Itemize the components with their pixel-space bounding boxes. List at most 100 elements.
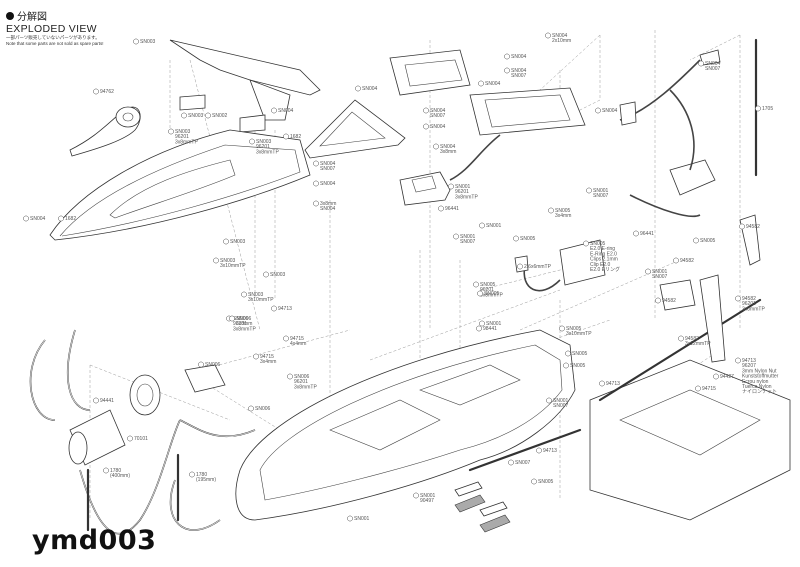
callout-text: SN007 (705, 66, 721, 72)
part-callout: 94441 (93, 397, 114, 404)
callout-marker-icon (133, 38, 139, 45)
callout-text: Clips 2.1mm (590, 257, 618, 263)
title-jp-row: 分解図 (6, 8, 104, 23)
callout-marker-icon (531, 478, 537, 485)
flex-cable-tube (468, 428, 582, 472)
callout-text: 3x8mmTP (455, 194, 478, 200)
part-callout: 94713 (271, 305, 292, 312)
callout-text: SN004 (30, 216, 46, 222)
motor-assembly (29, 329, 256, 535)
callout-marker-icon (599, 380, 605, 387)
callout-marker-icon (249, 138, 255, 145)
callout-marker-icon (673, 257, 679, 264)
part-callout: SN004 (23, 215, 46, 222)
callout-text: 3x4mm (260, 359, 276, 365)
part-callout: SN006 (198, 361, 221, 368)
part-callout: 1682 (283, 133, 301, 140)
callout-text: SN005 (484, 291, 500, 297)
callout-marker-icon (476, 325, 482, 332)
part-callout: SN004 (478, 80, 501, 87)
callout-marker-icon (479, 320, 485, 327)
callout-text: SN004 (278, 108, 294, 114)
callout-text: SN005 (520, 236, 536, 242)
callout-marker-icon (229, 315, 235, 322)
callout-text: 1682 (290, 134, 301, 140)
callout-text: (400mm) (110, 473, 130, 479)
callout-text: Tuerca Nylon (742, 384, 772, 390)
callout-text: 94582 (685, 336, 699, 342)
callout-text: SN006 (233, 316, 249, 322)
part-callout: 96441 (438, 205, 459, 212)
callout-text: SN005 (700, 238, 716, 244)
callout-text: SN001 (460, 234, 476, 240)
callout-text: 3mm Nylon Nut (742, 368, 777, 374)
callout-text: SN003 (188, 113, 204, 119)
callout-text: SN001 (486, 321, 502, 327)
callout-marker-icon (23, 215, 29, 222)
note-jp: 一部パーツ販売していないパーツがあります。 (6, 35, 100, 40)
callout-text: 1780 (110, 468, 121, 474)
callout-text: 3x4mm (555, 213, 571, 219)
callout-text: SN006 (294, 374, 310, 380)
callout-text: 3x10mmTP (248, 297, 274, 303)
callout-text: 94582 (680, 258, 694, 264)
callout-text: 1682 (65, 216, 76, 222)
callout-text: 3x8mmTP (175, 139, 198, 145)
callout-marker-icon (755, 105, 761, 112)
callout-marker-icon (263, 271, 269, 278)
callout-marker-icon (423, 107, 429, 114)
callout-text: SN003 (220, 258, 236, 264)
part-callout: SN002 (205, 112, 228, 119)
callout-text: SN004 (511, 68, 527, 74)
callout-text: 3x8mm (440, 149, 456, 155)
part-callout: 1705 (755, 105, 773, 112)
part-callout: SN003 (133, 38, 156, 45)
callout-text: SN006 (236, 316, 252, 322)
callout-marker-icon (253, 353, 259, 360)
callout-text: SN003 (248, 292, 264, 298)
callout-text: 1780 (196, 472, 207, 478)
bullet-icon (6, 11, 14, 20)
callout-marker-icon (181, 112, 187, 119)
title-jp: 分解図 (17, 12, 47, 23)
callout-text: 90497 (420, 498, 434, 504)
callout-text: 3x10mmTP (220, 263, 246, 269)
part-callout: SN005 (513, 235, 536, 242)
callout-marker-icon (313, 180, 319, 187)
part-callout: 2.6x6mmTP (517, 263, 552, 270)
callout-text: SN005 (538, 479, 554, 485)
callout-marker-icon (695, 385, 701, 392)
callout-text: SN005 (572, 351, 588, 357)
callout-text: SN001 (553, 398, 569, 404)
part-callout: 96441 (633, 230, 654, 237)
callout-text: SN007 (553, 403, 569, 409)
callout-text: SN005 (570, 363, 586, 369)
callout-marker-icon (713, 373, 719, 380)
callout-text: SN003 (270, 272, 286, 278)
callout-marker-icon (283, 335, 289, 342)
drive-shaft (598, 298, 762, 402)
part-callout: SN007 (508, 459, 531, 466)
callout-text: 3x8mmTP (742, 306, 765, 312)
callout-marker-icon (548, 207, 554, 214)
callout-text: 96441 (445, 206, 459, 212)
callout-text: SN001 (420, 493, 436, 499)
part-callout: SN006 (248, 405, 271, 412)
callout-text: SN005 (555, 208, 571, 214)
part-callout: SN004 (313, 180, 336, 187)
callout-text: 3x12mmTP (685, 341, 711, 347)
callout-text: ナイロンナット (742, 389, 777, 395)
part-callout: SN001 (479, 320, 502, 327)
